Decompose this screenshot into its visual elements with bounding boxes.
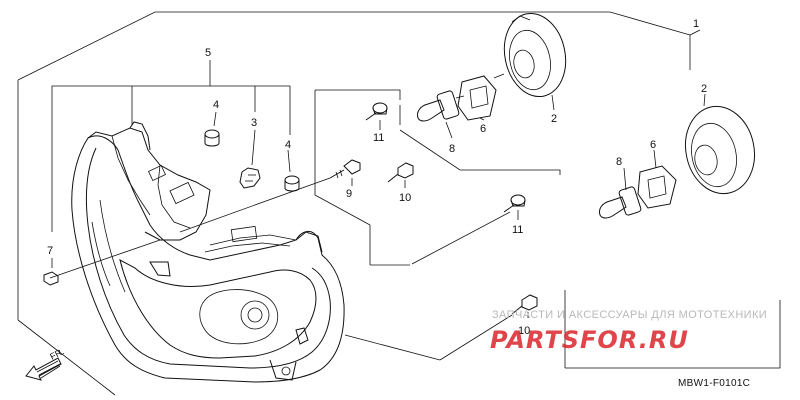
watermark-brand: PARTSFOR.RU [490, 326, 689, 354]
callout-9: 9 [346, 188, 352, 200]
callout-6-upper: 6 [480, 123, 486, 135]
callout-10-lower: 10 [518, 325, 530, 337]
callout-1: 1 [693, 18, 699, 30]
watermark: ЗАПЧАСТИ И АКСЕССУАРЫ ДЛЯ МОТОТЕХНИКИ PA… [490, 309, 767, 354]
bulb-socket-upper [457, 73, 505, 121]
watermark-tagline: ЗАПЧАСТИ И АКСЕССУАРЫ ДЛЯ МОТОТЕХНИКИ [492, 309, 767, 321]
adjuster-screw [329, 159, 361, 179]
bolt-lower [511, 294, 538, 315]
bulb-socket-lower [637, 165, 677, 209]
callout-8-lower: 8 [616, 156, 622, 168]
halogen-bulb-upper [417, 90, 465, 122]
callout-3: 3 [251, 117, 257, 129]
callouts: 1 2 2 3 4 4 5 6 6 7 8 8 9 10 10 11 11 [47, 18, 707, 337]
headlight-cap-upper [503, 12, 567, 98]
grommet-lower [284, 175, 300, 192]
halogen-bulb-lower [599, 186, 642, 219]
bolt-upper [387, 162, 414, 183]
nut [43, 271, 59, 286]
callout-2-lower: 2 [701, 83, 707, 95]
callout-11-upper: 11 [373, 132, 384, 144]
callout-8-upper: 8 [449, 143, 455, 155]
front-marker-label: FR. [48, 346, 65, 362]
headlight-cap-lower [685, 105, 755, 195]
leader-lines [49, 29, 706, 361]
callout-11-lower: 11 [512, 224, 523, 236]
callout-6-lower: 6 [650, 139, 656, 151]
callout-2-upper: 2 [551, 113, 557, 125]
screw-upper [365, 102, 388, 121]
front-direction-marker: FR. [25, 346, 66, 381]
diagram-code: MBW1-F0101C [678, 378, 750, 389]
callout-7: 7 [47, 245, 53, 257]
aim-adjuster-clip [239, 167, 261, 189]
grommet-upper [204, 129, 220, 147]
callout-4-left: 4 [213, 99, 219, 111]
callout-10-upper: 10 [399, 192, 411, 204]
headlight-housing [71, 121, 345, 383]
assembly-boundary [17, 11, 781, 396]
callout-5: 5 [205, 47, 211, 59]
screw-lower [503, 194, 526, 213]
callout-4-right: 4 [285, 139, 291, 151]
front-arrow-icon [25, 357, 62, 381]
